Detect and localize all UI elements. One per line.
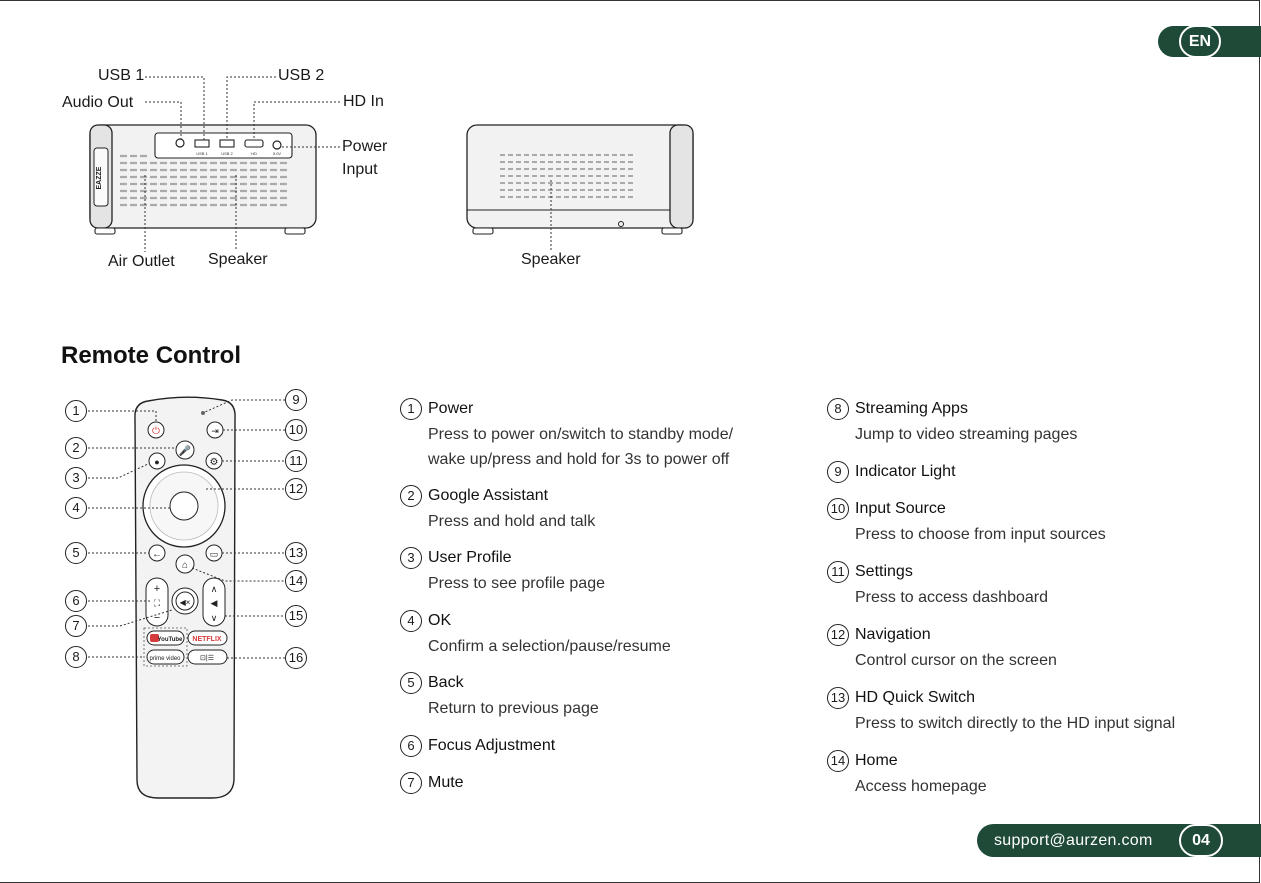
- callout-11: 11: [285, 450, 307, 472]
- svg-text:+: +: [154, 583, 160, 595]
- focus-icon: ⛶: [153, 598, 161, 608]
- callout-2: 2: [65, 437, 87, 459]
- focus-rocker: [145, 577, 169, 627]
- projector-diagram: EAZZE USB 1 USB 2 HD 5.0V: [89, 76, 694, 252]
- svg-text:HD: HD: [251, 151, 257, 156]
- svg-text:∨: ∨: [211, 613, 218, 623]
- callout-14: 14: [285, 570, 307, 592]
- input-icon: ⇥: [211, 426, 219, 436]
- microphone-icon: 🎤: [179, 444, 192, 457]
- volume-rocker: [202, 577, 226, 627]
- assistant-button: [175, 440, 195, 460]
- callout-6: 6: [65, 590, 87, 612]
- volume-icon: ◀: [211, 598, 218, 608]
- callout-7: 7: [65, 615, 87, 637]
- callout-9: 9: [285, 389, 307, 411]
- ok-button: [169, 491, 199, 521]
- youtube-label: YouTube: [158, 637, 183, 643]
- usb1-label: USB 1: [98, 67, 145, 84]
- callout-13: 13: [285, 542, 307, 564]
- app-list-icon: ⊡|☰: [200, 655, 214, 662]
- back-arrow-icon: ←: [152, 549, 162, 560]
- mute-icon: ◀×: [180, 598, 191, 607]
- svg-text:USB 1: USB 1: [196, 151, 208, 156]
- svg-text:USB 2: USB 2: [221, 151, 233, 156]
- profile-button: [148, 452, 166, 470]
- audio-port-icon: [175, 138, 185, 148]
- tv-icon: ▭: [210, 549, 219, 559]
- app-list-button: [187, 649, 228, 665]
- page-number: 04: [1179, 824, 1223, 857]
- prime-video-label: prime video: [149, 656, 181, 662]
- remote-diagram: ⏻ 🎤 ⇥ ● ⚙ ← ⌂ ▭ + ⛶ − ∧ ◀ ∨ ◀× YouTube N…: [88, 396, 285, 799]
- svg-text:∧: ∧: [211, 584, 218, 594]
- usb1-port-icon: [194, 139, 210, 148]
- speaker-back-label: Speaker: [208, 251, 268, 268]
- input-label: Input: [342, 161, 378, 178]
- netflix-button: [187, 630, 228, 646]
- callout-12: 12: [285, 478, 307, 500]
- power-port-icon: [272, 140, 282, 150]
- audio-out-label: Audio Out: [62, 94, 134, 111]
- callout-4: 4: [65, 497, 87, 519]
- prime-video-button: [146, 649, 185, 665]
- support-email-link[interactable]: support@aurzen.com: [994, 832, 1153, 849]
- callout-3: 3: [65, 467, 87, 489]
- profile-icon: ●: [154, 457, 159, 467]
- hd-port-icon: [244, 139, 264, 148]
- netflix-label: NETFLIX: [192, 636, 221, 643]
- callout-5: 5: [65, 542, 87, 564]
- home-button: [175, 554, 195, 574]
- air-outlet-label: Air Outlet: [108, 253, 175, 270]
- callout-15: 15: [285, 605, 307, 627]
- callout-16: 16: [285, 647, 307, 669]
- usb2-port-icon: [219, 139, 235, 148]
- brand-logo: EAZZE: [96, 166, 103, 189]
- home-icon: ⌂: [182, 560, 188, 571]
- power-icon: ⏻: [152, 426, 160, 437]
- usb2-label: USB 2: [278, 67, 325, 84]
- power-button: [147, 421, 165, 439]
- indicator-light: [201, 411, 205, 415]
- section-title: Remote Control: [61, 342, 241, 369]
- svg-text:−: −: [154, 612, 160, 624]
- svg-text:5.0V: 5.0V: [273, 151, 282, 156]
- speaker-side-label: Speaker: [521, 251, 581, 268]
- power-label: Power: [342, 138, 388, 155]
- callout-1: 1: [65, 400, 87, 422]
- callout-8: 8: [65, 646, 87, 668]
- projector-back-view: EAZZE USB 1 USB 2 HD 5.0V: [89, 76, 340, 252]
- callout-10: 10: [285, 419, 307, 441]
- gear-icon: ⚙: [210, 457, 219, 468]
- projector-side-view: [466, 124, 694, 250]
- hd-in-label: HD In: [343, 93, 384, 110]
- language-badge[interactable]: EN: [1179, 25, 1221, 58]
